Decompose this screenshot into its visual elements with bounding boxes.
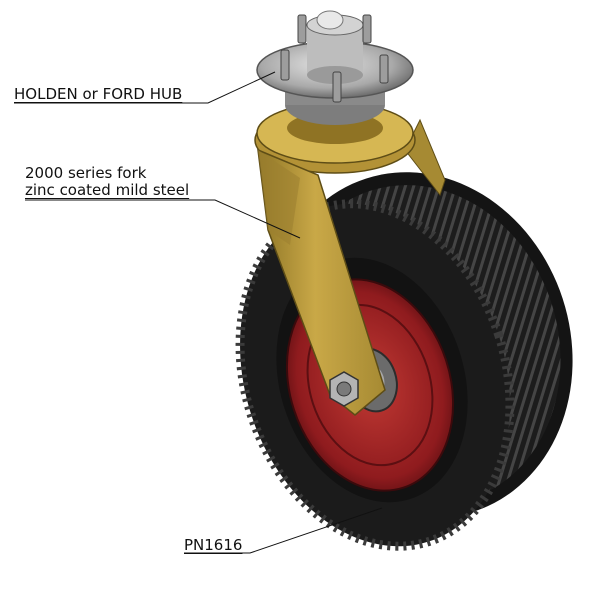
leader-lines: [14, 71, 383, 554]
axle-nut: [329, 371, 359, 407]
fork-label-line1: 2000 series fork: [25, 164, 147, 182]
leader-hub: [14, 71, 276, 104]
wheel-studs: [280, 14, 389, 103]
part-number-label: PN1616: [184, 536, 243, 554]
fork-label-line2: zinc coated mild steel: [25, 181, 190, 199]
fork-front-leg: [257, 148, 386, 416]
leader-fork: [25, 199, 301, 239]
fork-label: 2000 series fork zinc coated mild steel: [25, 165, 189, 199]
leader-part-number: [184, 507, 383, 554]
hub: [256, 10, 414, 125]
hub-label: HOLDEN or FORD HUB: [14, 85, 183, 103]
